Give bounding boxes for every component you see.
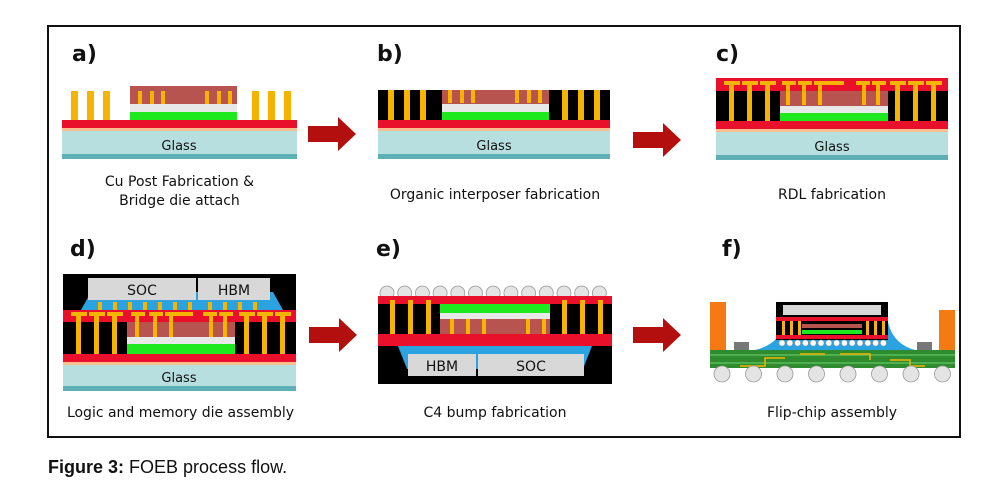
solder-ball <box>808 365 825 383</box>
micro-bump <box>794 339 801 347</box>
glass-label: Glass <box>476 139 511 154</box>
micro-bump <box>848 339 856 347</box>
caption-label: Figure 3: <box>48 457 125 477</box>
via <box>408 300 413 340</box>
red-layer <box>62 120 297 128</box>
glass-label: Glass <box>161 139 196 154</box>
micro-bump <box>872 339 879 347</box>
panel-label-f: f) <box>722 237 742 262</box>
right-arrow-icon <box>308 117 356 151</box>
diagram-c: Glass <box>716 78 948 160</box>
right-arrow-icon <box>633 318 681 352</box>
micro-bump <box>880 339 887 347</box>
diagram-b: Glass <box>378 90 610 159</box>
cu-post <box>71 91 78 120</box>
rdl-vias <box>724 81 942 121</box>
micro-bump <box>786 339 794 347</box>
via <box>874 321 877 335</box>
cu-post <box>103 91 110 120</box>
via <box>466 319 470 339</box>
via <box>526 319 530 339</box>
figure-caption: Figure 3: FOEB process flow. <box>48 457 287 478</box>
panel-caption-a: Cu Post Fabrication & Bridge die attach <box>104 174 255 209</box>
cu-post <box>268 91 275 120</box>
caption-text: FOEB process flow. <box>129 457 288 477</box>
micro-bump <box>864 339 872 347</box>
micro-bump <box>856 339 864 347</box>
solder-ball <box>713 365 731 383</box>
solder-ball <box>934 365 951 383</box>
via <box>782 321 785 335</box>
panel-label-a: a) <box>72 42 97 67</box>
via <box>482 319 486 339</box>
solder-ball <box>745 365 762 383</box>
right-arrow-icon <box>633 123 681 157</box>
panel-caption-d: Logic and memory die assembly <box>66 405 295 421</box>
panel-label-c: c) <box>716 42 740 67</box>
passive-right <box>917 342 932 350</box>
micro-bump <box>841 339 848 347</box>
bridge-green <box>130 112 237 120</box>
via <box>426 300 431 340</box>
via <box>866 321 869 335</box>
via <box>790 321 793 335</box>
diagram-f <box>710 302 955 383</box>
micro-bump <box>809 339 817 347</box>
hbm-die <box>408 354 476 376</box>
soc-die <box>478 354 584 376</box>
micro-bump <box>802 339 809 347</box>
bridge-die <box>442 90 549 104</box>
panel-label-b: b) <box>377 42 403 67</box>
bridge-die <box>130 86 237 104</box>
via <box>542 319 546 339</box>
panel-caption-c: RDL fabrication <box>778 187 886 203</box>
hbm-label: HBM <box>218 283 250 299</box>
via <box>598 300 603 340</box>
rdl-layer <box>378 334 612 346</box>
via <box>390 300 395 340</box>
stiffener-left <box>710 302 726 350</box>
cu-post <box>252 91 259 120</box>
panel-caption-f: Flip-chip assembly <box>766 405 898 421</box>
micro-bump <box>778 339 786 347</box>
solder-ball <box>839 365 857 383</box>
cu-post <box>284 91 291 120</box>
via <box>882 321 885 335</box>
soc-label: SOC <box>516 359 546 375</box>
diagram-d: SOC HBM Glass <box>63 274 296 391</box>
panel-caption-b: Organic interposer fabrication <box>389 187 601 203</box>
micro-bump <box>817 339 825 347</box>
right-arrow-icon <box>309 318 357 352</box>
hbm-die <box>198 278 270 300</box>
panel-label-e: e) <box>376 237 401 262</box>
via <box>562 300 567 340</box>
diagram-a: Glass <box>62 86 297 159</box>
soc-die <box>88 278 196 300</box>
solder-ball <box>776 365 794 383</box>
diagram-e: HBM SOC <box>378 285 612 384</box>
panel-label-d: d) <box>70 237 96 262</box>
via <box>580 300 585 340</box>
stiffener-right <box>939 310 955 350</box>
solder-ball <box>871 365 888 383</box>
via <box>798 321 801 335</box>
glass-label: Glass <box>161 371 196 386</box>
cu-post <box>87 91 94 120</box>
micro-bump <box>825 339 833 347</box>
panel-caption-e: C4 bump fabrication <box>423 405 567 421</box>
solder-ball <box>902 365 920 383</box>
soc-label: SOC <box>127 283 157 299</box>
hbm-label: HBM <box>426 359 458 375</box>
passive-left <box>734 342 749 350</box>
via <box>450 319 454 339</box>
glass-label: Glass <box>814 140 849 155</box>
micro-bump <box>833 339 840 347</box>
